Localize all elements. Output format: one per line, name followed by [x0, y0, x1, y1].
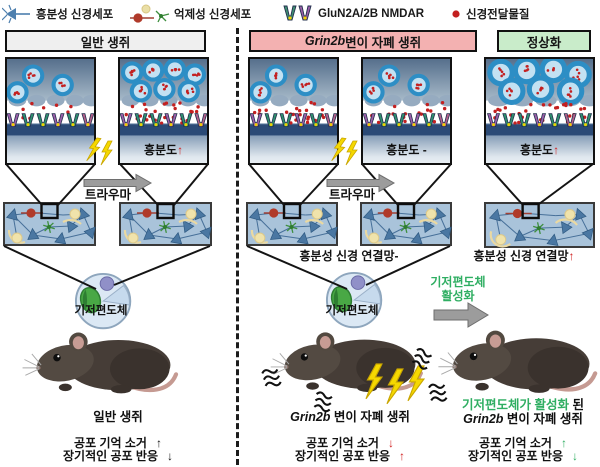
amygdala-label-p2: 기저편도체	[325, 305, 379, 317]
excitatory-neuron-icon	[2, 4, 30, 24]
trauma-label-p2: 트라우마	[328, 188, 375, 202]
activation-label-line2: 활성화	[441, 289, 475, 303]
amygdala-icon-p1	[74, 272, 132, 330]
panel3-header: 정상화	[497, 30, 591, 52]
legend-neurotransmitter: 신경전달물질	[450, 2, 529, 26]
legend-nmdar: GluN2A/2B NMDAR	[282, 2, 424, 26]
caption-p1: 일반 생쥐	[93, 410, 143, 424]
mouse-p2	[271, 332, 421, 392]
fear-extinction-row-p1: 공포 기억 소거↑	[74, 436, 162, 450]
amygdala-icon-p2	[325, 271, 383, 329]
stress-squiggle-icons	[260, 346, 449, 413]
synapse-box-p2-before	[248, 57, 344, 165]
mouse-p1	[23, 333, 176, 394]
panel3-header-label: 정상화	[526, 35, 562, 50]
caption-p3-line1: 기저편도체가 활성화 된	[462, 398, 584, 412]
longterm-fear-row-p1: 장기적인 공포 반응↓	[63, 449, 173, 463]
network-box-p1-before	[3, 202, 96, 251]
neurotransmitter-icon	[452, 10, 460, 18]
network-box-p1-after	[119, 202, 212, 251]
trauma-label-p1: 트라우마	[84, 188, 131, 202]
amygdala-label-p1: 기저편도체	[74, 305, 128, 317]
longterm-fear-row-p3: 장기적인 공포 반응↓	[468, 449, 578, 463]
legend-neurotransmitter-label: 신경전달물질	[466, 9, 530, 21]
caption-p3-line2: Grin2b 변이 자폐 생쥐	[463, 412, 583, 426]
panel1-header-label: 일반 생쥐	[80, 35, 131, 50]
longterm-fear-row-p2: 장기적인 공포 반응↑	[295, 449, 405, 463]
fear-extinction-row-p2: 공포 기억 소거↓	[306, 436, 394, 450]
panel2-header-rest: 변이 자폐 생쥐	[345, 35, 422, 50]
synapse-box-p2-after	[361, 57, 457, 165]
synapse-box-p1-after	[118, 57, 214, 165]
fear-extinction-row-p3: 공포 기억 소거↑	[479, 436, 567, 450]
network-label-p2: 흥분성 신경 연결망-	[299, 249, 399, 263]
synapse-box-p1-before	[5, 57, 101, 165]
activation-label-line1: 기저편도체	[430, 275, 486, 289]
caption-p2: Grin2b 변이 자폐 생쥐	[290, 410, 410, 424]
legend-inhibitory-label: 억제성 신경세포	[174, 9, 252, 21]
excitability-label-p2: 흥분도 -	[386, 143, 427, 157]
footshock-bolt-icons	[365, 363, 425, 405]
excitability-label-p1: 흥분도↑	[143, 143, 184, 157]
panel2-header-gene: Grin2b	[304, 34, 346, 48]
legend-excitatory-label: 흥분성 신경세포	[36, 9, 114, 21]
legend-inhibitory: 억제성 신경세포	[128, 2, 251, 26]
panel1-header: 일반 생쥐	[5, 30, 206, 52]
panel2-header: Grin2b 변이 자폐 생쥐	[249, 30, 477, 52]
network-box-p3	[484, 202, 595, 253]
inhibitory-neuron-icon	[130, 4, 170, 23]
nmdar-receptor-icon	[283, 5, 312, 21]
synapse-box-p3	[484, 55, 600, 165]
legend-excitatory: 흥분성 신경세포	[2, 2, 113, 26]
panel-divider	[236, 28, 239, 465]
activation-arrow	[433, 302, 489, 328]
mouse-p3	[438, 331, 595, 393]
network-box-p2-after	[360, 202, 452, 251]
network-box-p2-before	[246, 202, 338, 251]
network-label-p3: 흥분성 신경 연결망↑	[473, 249, 575, 263]
legend-nmdar-label: GluN2A/2B NMDAR	[318, 8, 425, 20]
excitability-label-p3: 흥분도↑	[519, 143, 560, 157]
